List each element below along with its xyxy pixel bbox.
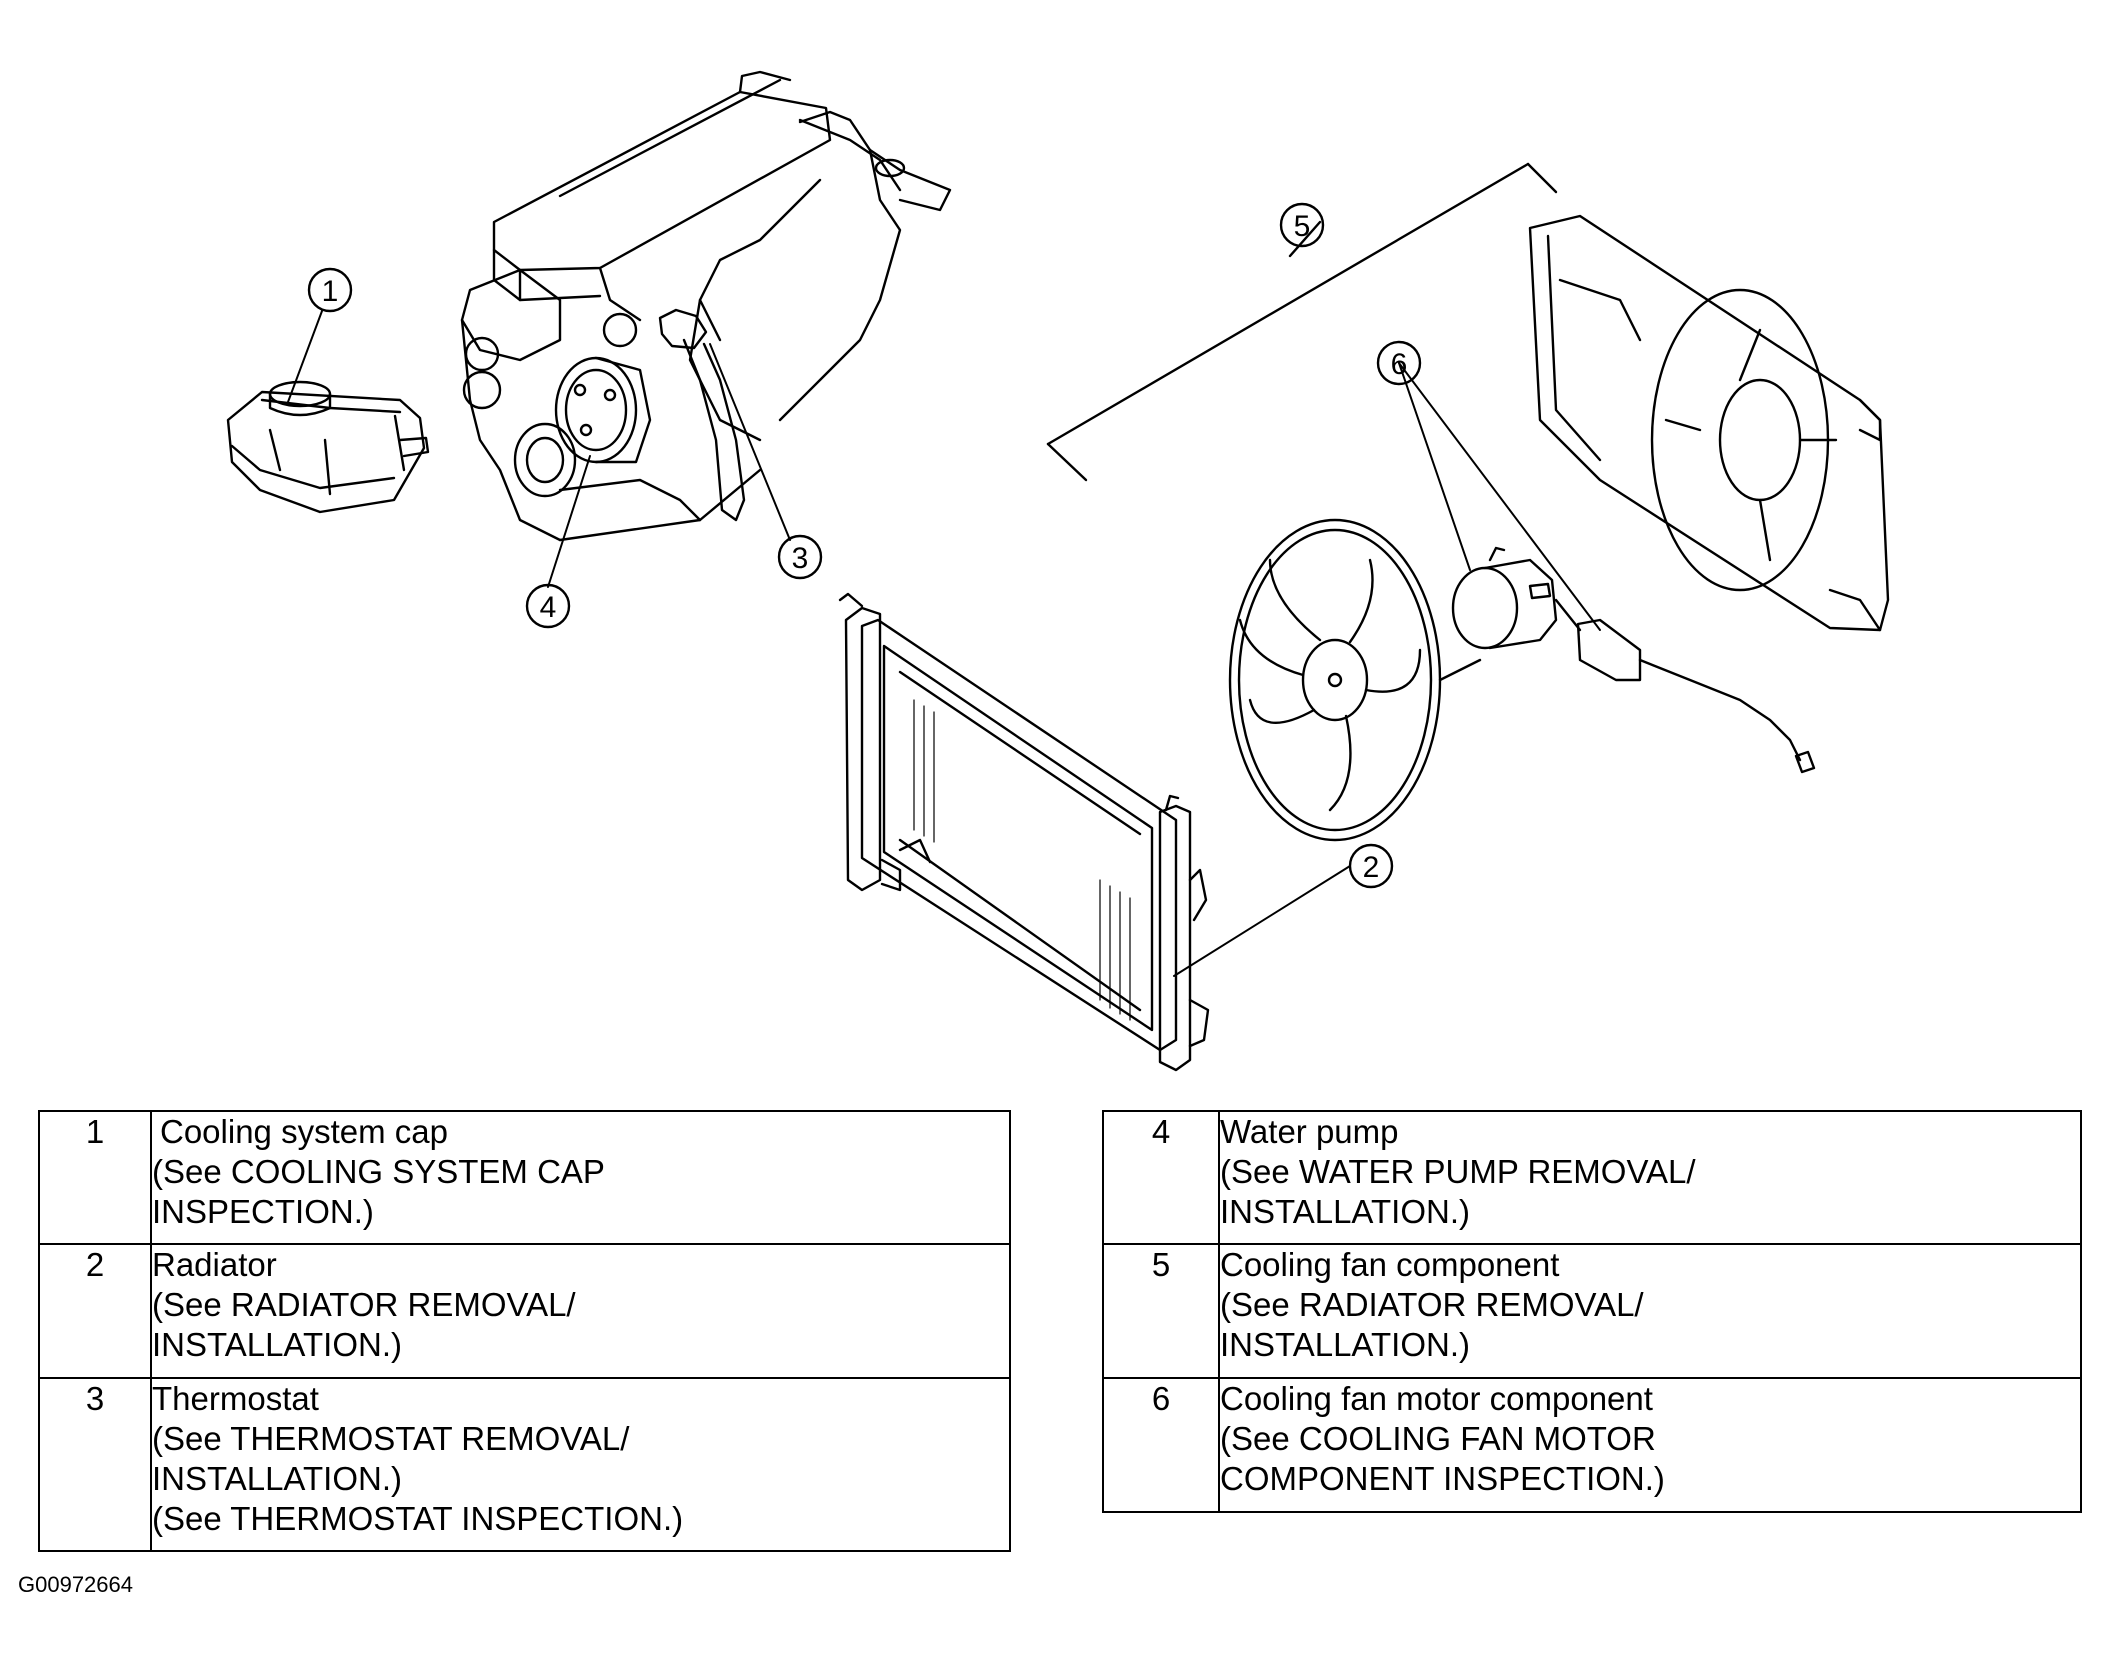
legend-description: Cooling fan motor component (See COOLING… [1218, 1377, 2082, 1513]
leader-lines [287, 310, 1601, 977]
legend-description: Radiator (See RADIATOR REMOVAL/ INSTALLA… [150, 1243, 1011, 1379]
legend-description: Cooling fan component (See RADIATOR REMO… [1218, 1243, 2082, 1379]
legend-table-left: 1 Cooling system cap (See COOLING SYSTEM… [38, 1110, 1011, 1552]
callout-2: 2 [1348, 843, 1394, 889]
legend-number: 2 [38, 1243, 152, 1379]
callout-6: 6 [1376, 340, 1422, 386]
cooling-system-exploded-diagram: 1 2 3 4 5 6 [226, 70, 1890, 1072]
legend-number: 5 [1102, 1243, 1220, 1379]
legend-row: 3 Thermostat (See THERMOSTAT REMOVAL/ IN… [38, 1377, 1011, 1552]
callout-4: 4 [525, 583, 571, 629]
legend-row: 2 Radiator (See RADIATOR REMOVAL/ INSTAL… [38, 1243, 1011, 1379]
legend-number: 4 [1102, 1110, 1220, 1245]
legend-line: Cooling system cap [160, 1113, 448, 1150]
legend-line: Radiator [152, 1246, 277, 1283]
legend-line: INSTALLATION.) [152, 1326, 402, 1363]
radiator-drawing [838, 592, 1210, 1072]
legend-line: (See WATER PUMP REMOVAL/ [1220, 1153, 1696, 1190]
legend-number: 6 [1102, 1377, 1220, 1513]
legend-description: Water pump (See WATER PUMP REMOVAL/ INST… [1218, 1110, 2082, 1245]
legend-line: (See COOLING SYSTEM CAP [152, 1153, 605, 1190]
svg-text:6: 6 [1391, 348, 1408, 381]
legend-line: Thermostat [152, 1380, 319, 1417]
svg-text:4: 4 [540, 591, 557, 624]
svg-text:5: 5 [1294, 210, 1311, 243]
legend-line: INSTALLATION.) [1220, 1326, 1470, 1363]
callout-3: 3 [777, 534, 823, 580]
callout-5: 5 [1279, 202, 1325, 248]
legend-number: 1 [38, 1110, 152, 1245]
legend-line: COMPONENT INSPECTION.) [1220, 1460, 1665, 1497]
legend-line: INSTALLATION.) [1220, 1193, 1470, 1230]
legend-row: 6 Cooling fan motor component (See COOLI… [1102, 1377, 2082, 1513]
legend-line: INSPECTION.) [152, 1193, 374, 1230]
legend-line: (See COOLING FAN MOTOR [1220, 1420, 1656, 1457]
legend-row: 5 Cooling fan component (See RADIATOR RE… [1102, 1243, 2082, 1379]
fan-motor-drawing [1451, 546, 1816, 774]
fan-shroud-drawing [1528, 214, 1890, 632]
fan-blade-drawing [1228, 518, 1482, 842]
legend-line: INSTALLATION.) [152, 1460, 402, 1497]
figure-id: G00972664 [18, 1572, 133, 1597]
legend-description: Thermostat (See THERMOSTAT REMOVAL/ INST… [150, 1377, 1011, 1552]
svg-text:2: 2 [1363, 851, 1380, 884]
legend-line: (See THERMOSTAT INSPECTION.) [152, 1500, 684, 1537]
legend-description: Cooling system cap (See COOLING SYSTEM C… [150, 1110, 1011, 1245]
legend-line: (See THERMOSTAT REMOVAL/ [152, 1420, 630, 1457]
legend-table-right: 4 Water pump (See WATER PUMP REMOVAL/ IN… [1102, 1110, 2082, 1513]
legend-line: Water pump [1220, 1113, 1399, 1150]
legend-line: (See RADIATOR REMOVAL/ [152, 1286, 576, 1323]
legend-number: 3 [38, 1377, 152, 1552]
coolant-reservoir-drawing [226, 380, 430, 514]
legend-line: Cooling fan component [1220, 1246, 1560, 1283]
legend-row: 1 Cooling system cap (See COOLING SYSTEM… [38, 1110, 1011, 1245]
legend-line: (See RADIATOR REMOVAL/ [1220, 1286, 1644, 1323]
legend-row: 4 Water pump (See WATER PUMP REMOVAL/ IN… [1102, 1110, 2082, 1245]
legend-line: Cooling fan motor component [1220, 1380, 1653, 1417]
cooling-fan-bracket-lines [1046, 162, 1558, 482]
svg-text:3: 3 [792, 542, 809, 575]
svg-text:1: 1 [322, 275, 339, 308]
callout-1: 1 [307, 267, 353, 313]
engine-assembly-drawing [460, 70, 952, 542]
